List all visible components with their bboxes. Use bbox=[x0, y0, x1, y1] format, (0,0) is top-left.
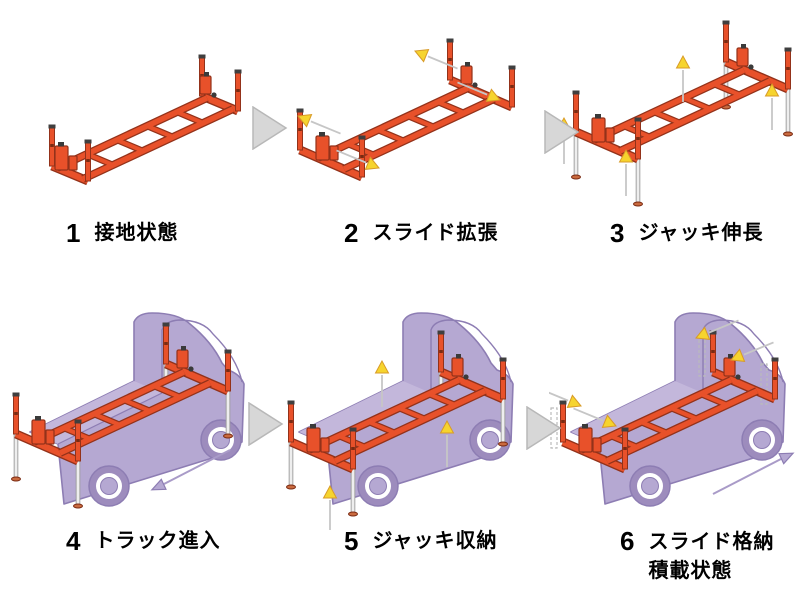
step-4-number: 4 bbox=[66, 526, 81, 556]
step-4-label: トラック進入 bbox=[94, 530, 221, 552]
step-6-caption: 6 スライド格納 積載状態 bbox=[620, 528, 774, 586]
step-5-illustration bbox=[277, 298, 543, 530]
frame-slide-extend-drawing bbox=[278, 28, 540, 230]
truck-enter-drawing bbox=[8, 312, 245, 530]
step-3-illustration bbox=[556, 18, 798, 236]
step-6-label-line2: 積載状態 bbox=[648, 560, 733, 582]
truck-depart-arrow bbox=[712, 447, 797, 495]
step-6-number: 6 bbox=[620, 526, 635, 556]
step-1-illustration bbox=[25, 50, 260, 215]
frame-ground-drawing bbox=[25, 50, 260, 215]
step-6-label-line1: スライド格納 bbox=[648, 531, 775, 553]
slide-stow-drawing bbox=[549, 312, 797, 507]
step-6-labels: スライド格納 積載状態 bbox=[648, 528, 774, 586]
step-5-label: ジャッキ収納 bbox=[372, 530, 498, 552]
step-6-illustration bbox=[549, 298, 800, 530]
step-5-number: 5 bbox=[344, 526, 359, 556]
step-1-caption: 1 接地状態 bbox=[66, 220, 178, 246]
truck bbox=[29, 312, 245, 507]
step-4-caption: 4 トラック進入 bbox=[66, 528, 220, 554]
next-step-chevron-1 bbox=[252, 106, 288, 150]
step-4-illustration bbox=[8, 298, 274, 530]
jack-frame bbox=[49, 55, 242, 182]
step-1-label: 接地状態 bbox=[94, 222, 179, 244]
jack-frame bbox=[297, 39, 516, 178]
jack-stow-drawing bbox=[277, 312, 514, 530]
truck-reverse-arrow bbox=[148, 449, 231, 496]
step-3-number: 3 bbox=[610, 218, 625, 248]
jack-frame bbox=[573, 21, 792, 160]
next-step-chevron-2 bbox=[544, 110, 580, 154]
step-2-label: スライド拡張 bbox=[372, 222, 499, 244]
step-5-caption: 5 ジャッキ収納 bbox=[344, 528, 497, 554]
step-2-number: 2 bbox=[344, 218, 359, 248]
step-3-label: ジャッキ伸長 bbox=[638, 222, 764, 244]
step-1-number: 1 bbox=[66, 218, 81, 248]
next-step-chevron-4 bbox=[526, 406, 562, 450]
step-3-caption: 3 ジャッキ伸長 bbox=[610, 220, 763, 246]
step-2-caption: 2 スライド拡張 bbox=[344, 220, 498, 246]
frame-jack-up-drawing bbox=[556, 18, 798, 236]
step-2-illustration bbox=[278, 28, 540, 230]
next-step-chevron-3 bbox=[248, 402, 284, 446]
